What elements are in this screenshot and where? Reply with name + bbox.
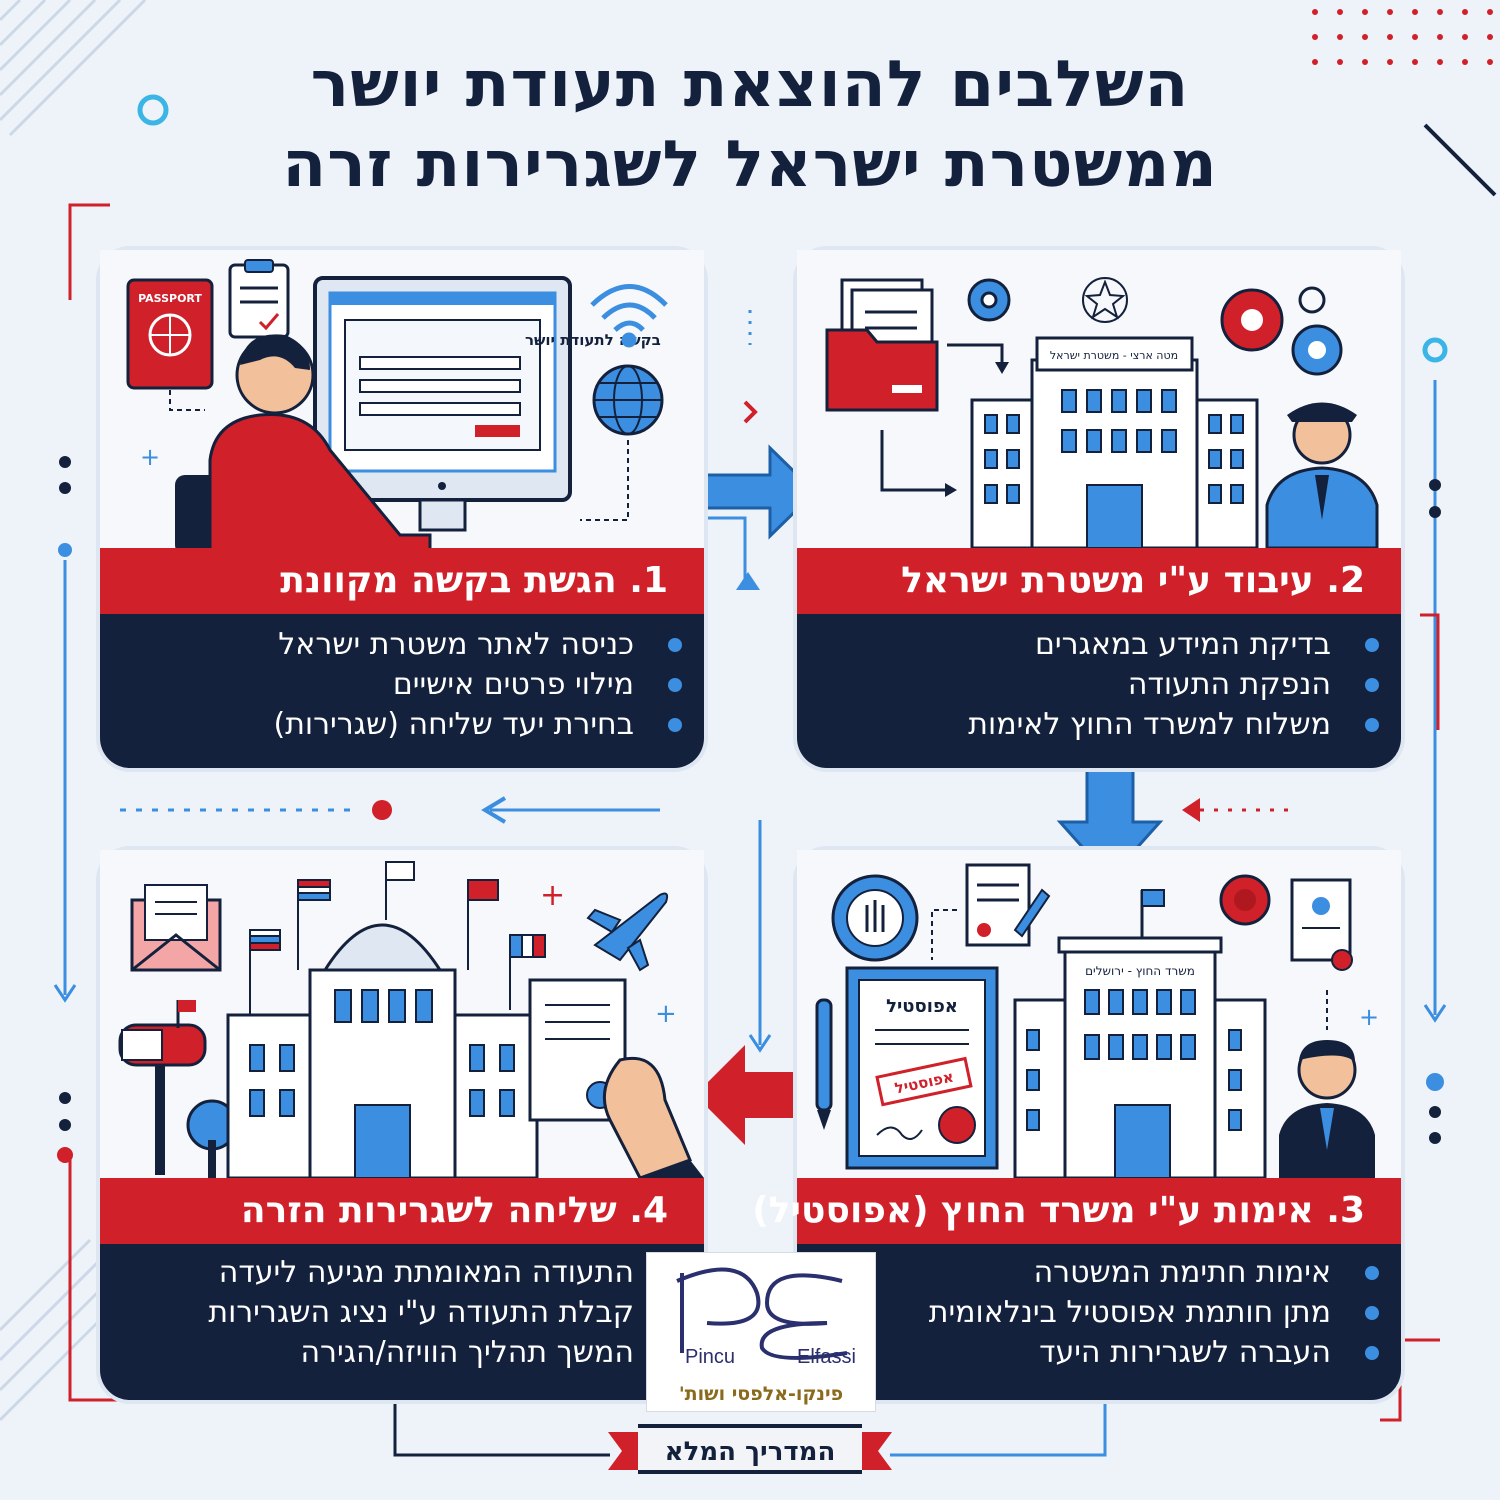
step-3-bullet-list: אימות חתימת המשטרה מתן חותמת אפוסטיל בינ…: [797, 1253, 1401, 1373]
list-item: העברה לשגרירות היעד: [797, 1333, 1401, 1373]
passport-icon: PASSPORT: [126, 278, 214, 390]
bullet-dot-icon: [1365, 1346, 1379, 1360]
list-item: המשך תהליך הוויזה/הגירה: [100, 1333, 704, 1373]
step-4-illustration: +: [100, 850, 704, 1180]
list-item: התעודה המאומתת מגיעה ליעדה: [100, 1253, 704, 1293]
bullet-dot-icon: [1365, 718, 1379, 732]
document-folder-icon: [825, 278, 939, 412]
svg-text:+: +: [655, 999, 677, 1029]
ribbon-label: המדריך המלא: [638, 1424, 862, 1474]
list-item: מתן חותמת אפוסטיל בינלאומית: [797, 1293, 1401, 1333]
passport-label: PASSPORT: [138, 292, 202, 305]
list-item: קבלת התעודה ע"י נציג השגרירות: [100, 1293, 704, 1333]
list-item: הנפקת התעודה: [797, 665, 1401, 705]
person-at-computer-icon: [175, 334, 432, 555]
logo-caption: פינקו-אלפסי ושות': [678, 1383, 844, 1405]
building-sign: משרד החוץ - ירושלים: [1085, 964, 1195, 978]
list-item: בחירת יעד שליחה (שגרירות): [100, 705, 704, 745]
bullet-text: מילוי פרטים אישיים: [392, 667, 634, 702]
svg-text:+: +: [540, 878, 565, 913]
svg-text:+: +: [140, 443, 160, 471]
official-person-icon: [1279, 1040, 1375, 1178]
list-item: אימות חתימת המשטרה: [797, 1253, 1401, 1293]
pincu-elfassi-logo-mark: Pincu Elfassi: [676, 1267, 856, 1368]
step-card-2: מטה ארצי - משטרת ישראל 2. עיבוד ע"י משטר…: [797, 250, 1401, 768]
bullet-dot-icon: [668, 718, 682, 732]
clipboard-icon: [228, 259, 290, 339]
step-card-3: אפוסטיל אפוסטיל משרד החוץ - ירושלים: [752, 850, 1401, 1400]
foreign-ministry-building-icon: משרד החוץ - ירושלים: [1013, 889, 1267, 1180]
police-headquarters-building-icon: מטה ארצי - משטרת ישראל: [970, 336, 1259, 550]
pen-icon: [815, 998, 833, 1130]
bullet-dot-icon: [668, 678, 682, 692]
step-1-heading: 1. הגשת בקשה מקוונת: [100, 548, 704, 614]
bullet-dot-icon: [1365, 638, 1379, 652]
step-card-1: PASSPORT + בקשה לתעודת יושר: [100, 250, 704, 768]
bullet-dot-icon: [1365, 1306, 1379, 1320]
embassy-building-icon: [226, 923, 539, 1180]
list-item: מילוי פרטים אישיים: [100, 665, 704, 705]
company-logo: Pincu Elfassi פינקו-אלפסי ושות': [646, 1252, 876, 1412]
bullet-text: משלוח למשרד החוץ לאימות: [968, 707, 1331, 742]
step-2-heading: 2. עיבוד ע"י משטרת ישראל: [797, 548, 1401, 614]
id-document-icon: [1290, 878, 1353, 971]
step-3-heading: 3. אימות ע"י משרד החוץ (אפוסטיל): [752, 1178, 1401, 1244]
logo-brand-left: Pincu: [685, 1346, 735, 1368]
step-4-heading: 4. שליחה לשגרירות הזרה: [100, 1178, 704, 1244]
bullet-text: קבלת התעודה ע"י נציג השגרירות: [208, 1295, 634, 1330]
mailbox-icon: [118, 1000, 207, 1175]
logo-brand-right: Elfassi: [797, 1346, 856, 1368]
apostille-certificate-icon: אפוסטיל אפוסטיל: [845, 966, 999, 1170]
list-item: בדיקת המידע במאגרים: [797, 625, 1401, 665]
embassy-delivery-scene: +: [118, 861, 704, 1180]
bullet-text: המשך תהליך הוויזה/הגירה: [300, 1335, 634, 1370]
step-4-bullet-list: התעודה המאומתת מגיעה ליעדה קבלת התעודה ע…: [100, 1253, 704, 1373]
police-emblem-icon: [1082, 277, 1128, 323]
red-seal-icon: [1219, 874, 1271, 926]
flags-icon: [249, 861, 546, 1020]
building-sign: מטה ארצי - משטרת ישראל: [1050, 349, 1178, 362]
certificate-title: אפוסטיל: [886, 996, 958, 1017]
gears-icon: [1220, 286, 1343, 376]
globe-icon: [592, 364, 664, 436]
screen-form-title: בקשה לתעודת יושר: [525, 331, 661, 349]
envelope-icon: [130, 884, 222, 972]
police-processing-scene: מטה ארצי - משטרת ישראל: [825, 277, 1379, 550]
online-application-scene: PASSPORT + בקשה לתעודת יושר: [126, 259, 668, 555]
step-2-illustration: מטה ארצי - משטרת ישראל: [797, 250, 1401, 550]
step-1-illustration: PASSPORT + בקשה לתעודת יושר: [100, 250, 704, 555]
step-3-illustration: אפוסטיל אפוסטיל משרד החוץ - ירושלים: [797, 850, 1401, 1180]
step-1-bullet-list: כניסה לאתר משטרת ישראל מילוי פרטים אישיי…: [100, 625, 704, 745]
airplane-icon: [586, 892, 669, 972]
wifi-icon: [590, 284, 668, 348]
list-item: כניסה לאתר משטרת ישראל: [100, 625, 704, 665]
bullet-text: אימות חתימת המשטרה: [1033, 1255, 1331, 1290]
bullet-text: מתן חותמת אפוסטיל בינלאומית: [928, 1295, 1331, 1330]
apostille-scene: אפוסטיל אפוסטיל משרד החוץ - ירושלים: [815, 863, 1379, 1180]
bullet-text: בחירת יעד שליחה (שגרירות): [273, 707, 634, 742]
svg-text:+: +: [1359, 1003, 1379, 1031]
bullet-text: כניסה לאתר משטרת ישראל: [278, 627, 634, 662]
bullet-text: בדיקת המידע במאגרים: [1034, 627, 1331, 662]
page-title-line-1: השלבים להוצאת תעודת יושר: [310, 48, 1190, 122]
step-2-bullet-list: בדיקת המידע במאגרים הנפקת התעודה משלוח ל…: [797, 625, 1401, 745]
bullet-text: העברה לשגרירות היעד: [1039, 1335, 1331, 1370]
bullet-dot-icon: [1365, 1266, 1379, 1280]
step-card-4: +: [100, 850, 704, 1400]
list-item: משלוח למשרד החוץ לאימות: [797, 705, 1401, 745]
document-pen-icon: [965, 863, 1051, 947]
police-officer-icon: [1265, 402, 1379, 550]
bullet-dot-icon: [668, 638, 682, 652]
bullet-dot-icon: [1365, 678, 1379, 692]
page-title-line-2: ממשטרת ישראל לשגרירות זרה: [282, 128, 1218, 202]
bullet-text: התעודה המאומתת מגיעה ליעדה: [218, 1255, 634, 1290]
hand-holding-document-icon: [528, 978, 704, 1180]
bullet-text: הנפקת התעודה: [1127, 667, 1331, 702]
state-emblem-seal-icon: [831, 874, 919, 962]
guide-ribbon: המדריך המלא: [608, 1424, 892, 1474]
gear-icon: [967, 278, 1011, 322]
